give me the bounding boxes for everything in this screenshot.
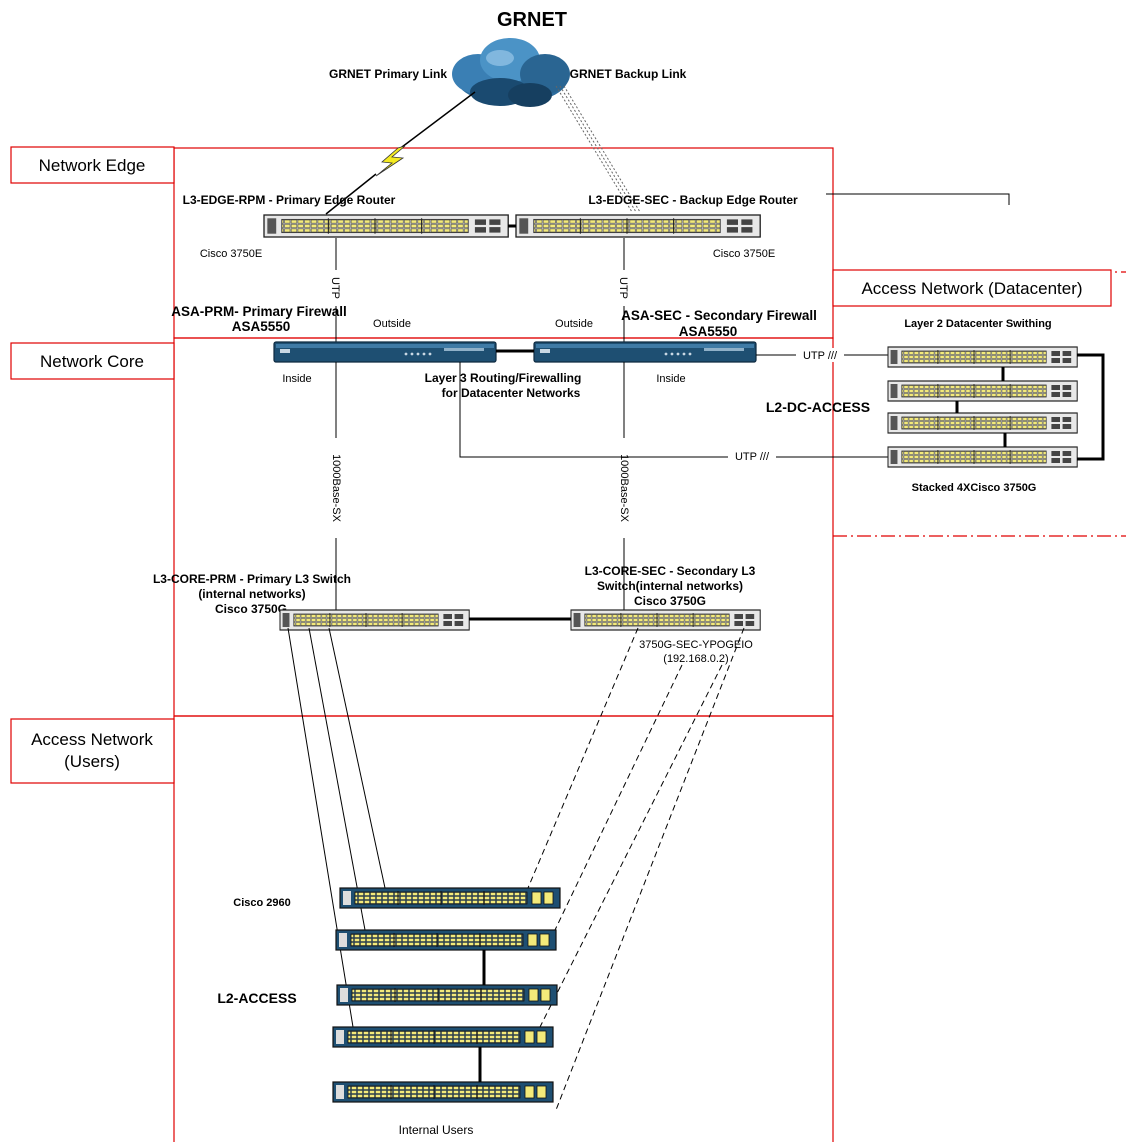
edge-to-datacenter-connector xyxy=(826,193,1010,205)
outside-left-label: Outside xyxy=(373,318,411,330)
backup-edge-router-label: L3-EDGE-SEC - Backup Edge Router xyxy=(588,193,798,207)
access-switch-3 xyxy=(336,984,558,1006)
core-secondary-line1: L3-CORE-SEC - Secondary L3 xyxy=(585,564,756,578)
primary-edge-router xyxy=(263,214,509,238)
core-secondary-line3: Cisco 3750G xyxy=(634,594,706,608)
backup-edge-router xyxy=(515,214,761,238)
grnet-primary-link xyxy=(325,91,476,215)
dc-stack-label: Stacked 4XCisco 3750G xyxy=(912,482,1037,494)
access-switch-1 xyxy=(339,887,561,909)
core-secondary-ip: (192.168.0.2) xyxy=(663,653,728,665)
secondary-firewall-name: ASA-SEC - Secondary Firewall xyxy=(621,308,817,323)
access-model-label: Cisco 2960 xyxy=(233,897,290,909)
access-name-label: L2-ACCESS xyxy=(217,990,296,1006)
dc-switch-4 xyxy=(887,446,1078,468)
dc-utp-bottom-label: UTP /// xyxy=(735,451,770,463)
core-secondary-switch xyxy=(570,609,761,631)
access-switch-2 xyxy=(335,929,557,951)
dc-switch-3 xyxy=(887,412,1078,434)
secondary-firewall xyxy=(533,341,757,363)
inside-left-label: Inside xyxy=(282,373,311,385)
primary-firewall xyxy=(273,341,497,363)
core-primary-line2: (internal networks) xyxy=(198,587,305,601)
section-label-network-edge: Network Edge xyxy=(10,146,175,184)
routing-label-line1: Layer 3 Routing/Firewalling xyxy=(425,371,582,385)
secondary-uplinks xyxy=(527,627,745,1111)
zone-borders xyxy=(173,147,1126,1142)
inside-right-label: Inside xyxy=(656,373,685,385)
primary-uplinks xyxy=(287,627,386,1028)
routing-label-line2: for Datacenter Networks xyxy=(442,386,581,400)
grnet-backup-link xyxy=(555,85,641,213)
section-label-access-datacenter: Access Network (Datacenter) xyxy=(832,269,1112,307)
secondary-firewall-model: ASA5550 xyxy=(679,324,738,339)
dc-utp-top-label: UTP /// xyxy=(803,350,838,362)
dc-switch-2 xyxy=(887,380,1078,402)
grnet-cloud-icon xyxy=(452,38,570,107)
primary-edge-model: Cisco 3750E xyxy=(200,248,262,260)
cloud-title: GRNET xyxy=(497,9,567,31)
internal-users-label: Internal Users xyxy=(399,1123,474,1137)
core-primary-switch xyxy=(279,609,470,631)
core-primary-line3: Cisco 3750G xyxy=(215,602,287,616)
svg-text:Network Edge: Network Edge xyxy=(39,156,146,175)
core-secondary-host: 3750G-SEC-YPOGEIO xyxy=(639,639,753,651)
section-label-network-core: Network Core xyxy=(10,342,175,380)
utp-left-label: UTP xyxy=(329,277,341,299)
svg-text:Access Network (Datacenter): Access Network (Datacenter) xyxy=(861,279,1082,298)
svg-text:Access Network: Access Network xyxy=(31,730,153,749)
backup-edge-model: Cisco 3750E xyxy=(713,248,775,260)
access-stack-cables xyxy=(478,950,486,1082)
dc-switch-1 xyxy=(887,346,1078,368)
section-label-access-users: Access Network (Users) xyxy=(10,718,175,784)
grnet-backup-link-label: GRNET Backup Link xyxy=(570,67,687,81)
primary-edge-router-label: L3-EDGE-RPM - Primary Edge Router xyxy=(183,193,396,207)
access-switch-4 xyxy=(332,1026,554,1048)
svg-text:Network Core: Network Core xyxy=(40,352,144,371)
access-switch-5 xyxy=(332,1081,554,1103)
sx-left-label: 1000Base-SX xyxy=(330,454,342,523)
core-secondary-line2: Switch(internal networks) xyxy=(597,579,743,593)
dc-stack-cables xyxy=(955,353,1105,461)
primary-firewall-model: ASA5550 xyxy=(232,319,291,334)
datacenter-title: Layer 2 Datacenter Swithing xyxy=(904,318,1051,330)
sx-right-label: 1000Base-SX xyxy=(618,454,630,523)
utp-right-label: UTP xyxy=(617,277,629,299)
grnet-primary-link-label: GRNET Primary Link xyxy=(329,67,447,81)
svg-text:(Users): (Users) xyxy=(64,752,120,771)
primary-firewall-name: ASA-PRM- Primary Firewall xyxy=(171,304,347,319)
outside-right-label: Outside xyxy=(555,318,593,330)
dc-access-name: L2-DC-ACCESS xyxy=(766,399,870,415)
core-primary-line1: L3-CORE-PRM - Primary L3 Switch xyxy=(153,572,351,586)
